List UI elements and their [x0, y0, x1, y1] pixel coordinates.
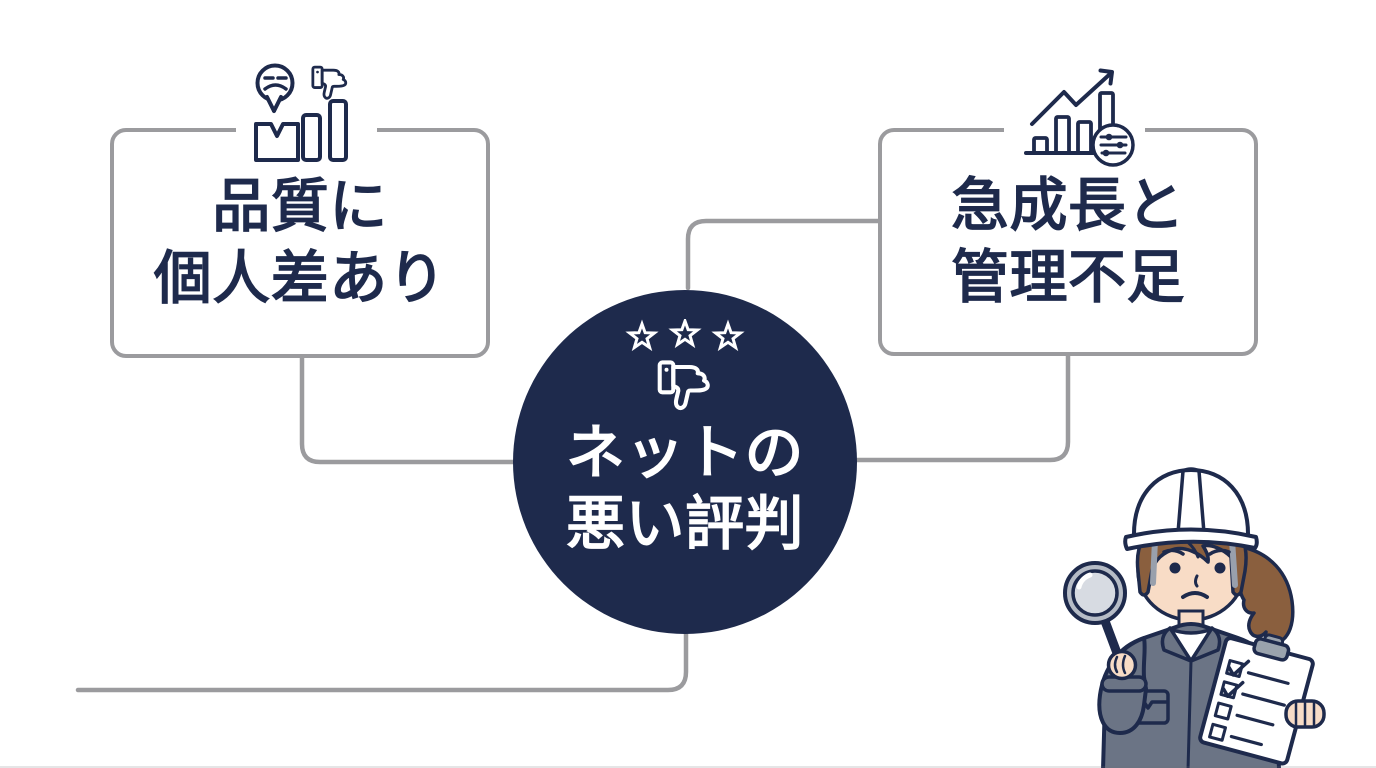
left-eye: [1169, 562, 1181, 574]
left-card-label-line1: 品質に: [212, 172, 388, 241]
right-card-label: 急成長と 管理不足: [951, 170, 1185, 314]
thumbs-down-icon: [311, 65, 348, 100]
hard-hat-dome: [1131, 468, 1251, 539]
filter-sliders-icon: [1091, 123, 1135, 167]
magnifying-glass-icon: [1063, 561, 1127, 625]
left-fist: [1106, 649, 1138, 681]
zipper-line: [1186, 660, 1193, 768]
connector-circle-to-right-card: [685, 218, 881, 291]
helmet-straps: [1150, 537, 1238, 588]
female-inspector-illustration: [1063, 467, 1326, 768]
hard-hat-brim: [1123, 527, 1259, 551]
right-card-icon-cluster: [1024, 68, 1135, 167]
left-card-label: 品質に 個人差あり: [154, 171, 447, 315]
nose: [1194, 574, 1199, 588]
center-circle-label-line1: ネットの: [565, 418, 804, 487]
connector-left-card-to-circle: [299, 355, 519, 465]
right-card-label-line2: 管理不足: [950, 243, 1185, 311]
left-card-border-gap: [236, 126, 377, 135]
center-circle-label-line2: 悪い評判: [565, 488, 804, 558]
hard-hat-ridge: [1176, 467, 1206, 535]
collar-right: [1189, 626, 1222, 663]
package-box-icon: [254, 122, 300, 162]
right-card-label-line1: 急成長と: [950, 171, 1185, 240]
right-card-border-gap: [1004, 126, 1145, 135]
center-circle: ネットの 悪い評判: [513, 290, 857, 634]
bottom-edge-artifact-line: [0, 766, 1376, 768]
bar-chart-icon: [301, 99, 348, 162]
frown-mouth: [1181, 591, 1209, 599]
connector-right-card-to-circle: [853, 353, 1071, 463]
growth-chart-arrow-icon: [1024, 68, 1115, 155]
eyebrows: [1162, 548, 1231, 556]
connector-circle-to-bottom-left: [75, 629, 689, 693]
right-eye: [1214, 562, 1226, 574]
left-card-icon-cluster: [254, 63, 348, 162]
left-card: 品質に 個人差あり: [110, 126, 490, 358]
ponytail-hair: [1235, 545, 1295, 646]
thumbs-down-icon: [653, 357, 717, 413]
collar-left: [1160, 626, 1193, 663]
right-hand-fingers: [1284, 699, 1326, 729]
right-card: 急成長と 管理不足: [878, 126, 1258, 356]
three-stars-icon: [628, 319, 742, 350]
center-circle-label: ネットの 悪い評判: [566, 418, 804, 560]
sad-face-speech-bubble-icon: [255, 63, 295, 113]
left-card-label-line2: 個人差あり: [153, 244, 447, 312]
